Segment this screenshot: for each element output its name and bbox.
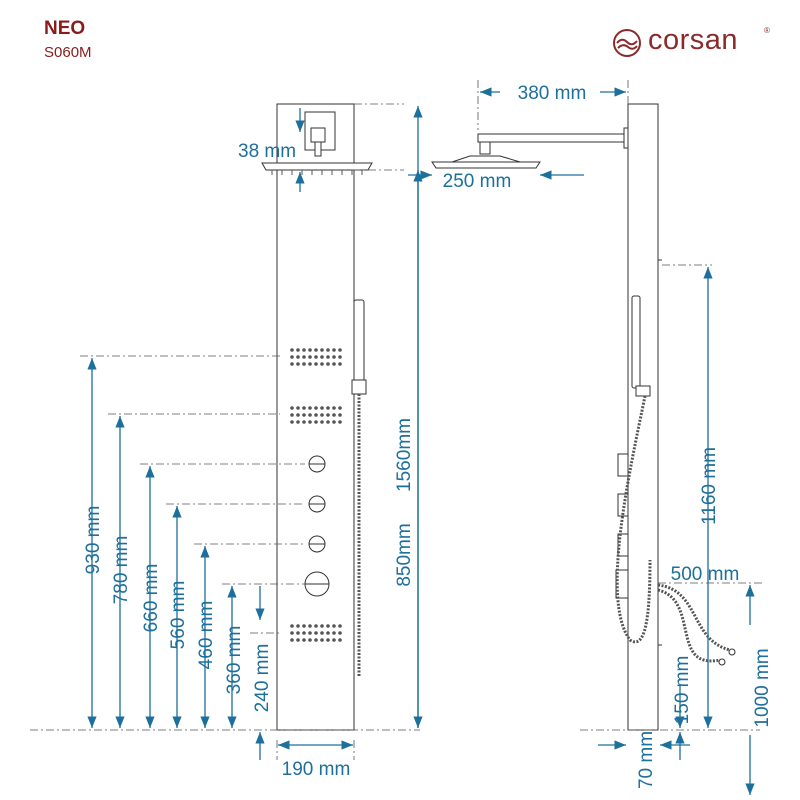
label-knob-1: 660 mm [141,564,162,633]
control-knob-4 [304,571,330,597]
brand-name: corsan [648,24,739,56]
side-shower-arm [477,133,629,143]
body-jet-middle [290,406,342,424]
side-shower-head [431,155,541,169]
label-head-diameter: 250 mm [443,171,512,192]
front-view [261,103,373,731]
label-knob-4: 360 mm [224,626,245,695]
control-knob-3 [308,535,326,553]
label-hand-shower-holder: 1160 mm [699,447,720,525]
side-knobs [615,453,629,599]
label-panel-width: 190 mm [282,759,351,780]
body-jet-bottom [290,624,342,642]
label-knob-3: 460 mm [196,601,217,670]
label-body-jet-bottom: 240 mm [252,644,273,713]
label-hose-length: 500 mm [671,564,740,585]
side-panel [627,103,659,731]
side-hose [615,395,652,644]
body-jet-top [290,348,342,366]
control-knob-2 [308,495,326,513]
dimension-arrows [87,87,755,795]
label-body-jet-middle: 780 mm [111,536,132,605]
front-shower-head [261,162,373,171]
brand-registered-mark: ® [764,26,770,35]
label-shower-head-offset: 38 mm [238,141,296,162]
inlet-hose-1 [657,583,731,652]
reference-lines [30,80,765,760]
label-panel-height: 1560mm [394,418,415,492]
front-panel [276,103,355,731]
control-knob-1 [308,455,326,473]
label-inlet-height: 150 mm [672,656,693,725]
label-panel-depth: 70 mm [636,731,657,789]
label-connection-height: 1000 mm [752,648,773,727]
side-view [431,103,736,731]
side-hand-shower [631,295,641,389]
label-knob-2: 560 mm [168,581,189,650]
label-arm-length: 380 mm [518,83,587,104]
corsan-wave-logo-icon [613,29,641,57]
label-rainshower-outlet: 850mm [394,523,415,586]
label-body-jet-top: 930 mm [83,506,104,575]
inlet-hose-2 [657,588,721,663]
front-hand-shower [353,299,365,391]
product-code: S060M [44,44,92,61]
product-name: NEO [44,18,86,39]
